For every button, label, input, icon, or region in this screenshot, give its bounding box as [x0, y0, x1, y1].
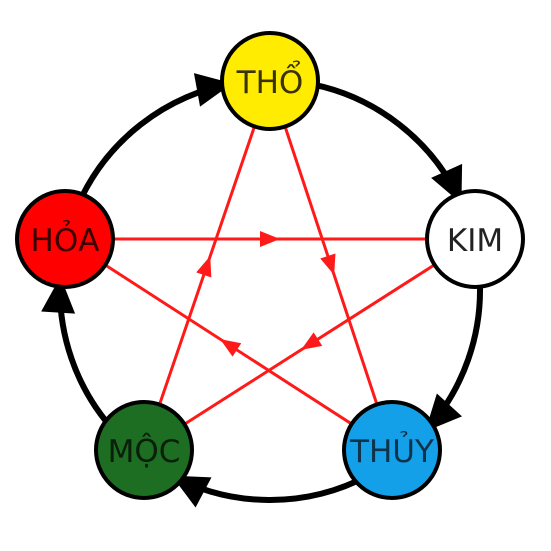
node-hoa-label: HỎA — [31, 219, 100, 259]
node-tho: THỔ — [220, 31, 320, 131]
overcoming-arrowhead-kim-moc — [301, 332, 323, 350]
node-thuy-circle — [342, 400, 442, 500]
nodes-layer: THỔ KIM THỦY MỘC HỎA — [15, 31, 525, 500]
generating-arrowhead-kim-thuy — [425, 393, 462, 432]
node-tho-label: THỔ — [236, 60, 304, 101]
node-kim: KIM — [425, 189, 525, 289]
generating-arc-tho-kim — [302, 79, 466, 209]
generating-arrowhead-thuy-moc — [171, 475, 212, 508]
node-moc-circle — [94, 400, 194, 500]
node-thuy-label: THỦY — [349, 430, 434, 470]
overcoming-arrowhead-tho-thuy — [320, 253, 336, 275]
node-kim-label: KIM — [447, 223, 503, 259]
generating-arc-hoa-tho — [74, 79, 238, 209]
overcoming-cycle-layer — [64, 80, 476, 452]
node-hoa-circle — [15, 189, 115, 289]
node-moc-label: MỘC — [108, 433, 181, 470]
overcoming-arrowhead-thuy-hoa — [220, 339, 242, 357]
generating-arc-moc-hoa — [57, 272, 118, 435]
node-moc: MỘC — [94, 400, 194, 500]
node-hoa: HỎA — [15, 189, 115, 289]
node-tho-circle — [220, 31, 320, 131]
overcoming-arrowhead-hoa-kim — [260, 231, 280, 247]
overcoming-arrowhead-moc-tho — [196, 256, 212, 278]
generating-arrowhead-moc-hoa — [41, 276, 76, 314]
node-kim-circle — [425, 189, 525, 289]
node-thuy: THỦY — [342, 400, 442, 500]
